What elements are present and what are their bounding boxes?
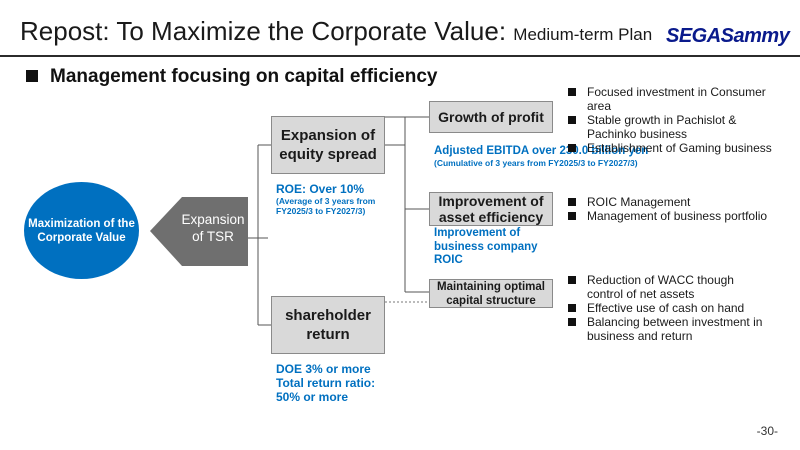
title-main: Repost: To Maximize the Corporate Value: [20, 16, 507, 46]
list-item: Balancing between investment in business… [568, 315, 773, 343]
roe-target: ROE: Over 10% [276, 182, 365, 196]
asset-efficiency-bullets: ROIC Management Management of business p… [568, 195, 783, 223]
equity-spread-box: Expansion of equity spread [271, 116, 385, 174]
list-item: Establishment of Gaming business [568, 141, 783, 155]
company-logo: SEGASammy [666, 25, 790, 47]
title-divider [0, 55, 800, 57]
profit-growth-bullets: Focused investment in Consumer area Stab… [568, 85, 783, 155]
roe-note: (Average of 3 years from FY2025/3 to FY2… [276, 196, 376, 216]
tsr-arrow-shape [150, 197, 248, 266]
root-circle-text: Maximization of the Corporate Value [28, 217, 135, 244]
page-title: Repost: To Maximize the Corporate Value:… [20, 16, 652, 47]
capital-structure-box: Maintaining optimal capital structure [429, 279, 553, 308]
roic-target: Improvement of business company ROIC [434, 227, 538, 266]
asset-efficiency-box: Improvement of asset efficiency [429, 192, 553, 226]
list-item: Management of business portfolio [568, 209, 783, 223]
list-item: Reduction of WACC though control of net … [568, 273, 773, 301]
list-item: ROIC Management [568, 195, 783, 209]
ebitda-note: (Cumulative of 3 years from FY2025/3 to … [434, 158, 638, 168]
page-number: -30- [756, 424, 778, 438]
doe-target: DOE 3% or more [276, 362, 371, 376]
square-bullet-icon [26, 70, 38, 82]
list-item: Focused investment in Consumer area [568, 85, 783, 113]
profit-growth-box: Growth of profit [429, 101, 553, 133]
shareholder-return-box: shareholder return [271, 296, 385, 354]
list-item: Stable growth in Pachislot & Pachinko bu… [568, 113, 783, 141]
tsr-arrow-label: Expansion of TSR [181, 212, 245, 244]
capital-structure-bullets: Reduction of WACC though control of net … [568, 273, 773, 343]
section-heading: Management focusing on capital efficienc… [26, 66, 437, 88]
root-circle: Maximization of the Corporate Value [24, 182, 139, 279]
title-sub: Medium-term Plan [513, 25, 653, 44]
list-item: Effective use of cash on hand [568, 301, 773, 315]
return-ratio-target: Total return ratio: 50% or more [276, 376, 376, 404]
ebitda-target: Adjusted EBITDA over 230.0 billion yen [434, 145, 649, 157]
section-heading-text: Management focusing on capital efficienc… [50, 66, 438, 87]
